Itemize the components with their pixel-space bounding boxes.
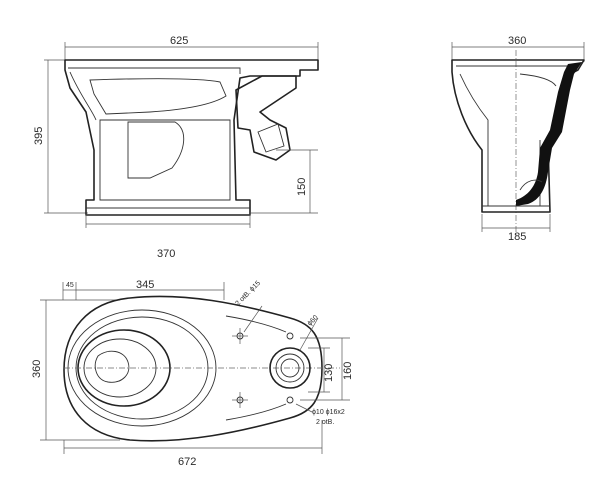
top-outline — [63, 295, 323, 442]
side-view: 625 395 150 — [33, 35, 319, 260]
dim-label-160: 160 — [342, 362, 354, 380]
dim-label-625: 625 — [170, 35, 188, 47]
dim-label-360-top: 360 — [31, 360, 43, 378]
dim-label-45: 45 — [66, 282, 74, 289]
dim-label-185: 185 — [508, 231, 526, 243]
dim-label-345: 345 — [136, 279, 154, 291]
dim-label-150: 150 — [296, 178, 308, 196]
section-fill — [516, 62, 582, 206]
bowl-inner — [89, 78, 227, 115]
annotation-hole-right: ϕ60 — [306, 314, 319, 327]
dim-label-130: 130 — [323, 364, 335, 382]
dim-label-360-front: 360 — [508, 35, 526, 47]
dim-label-370: 370 — [157, 248, 175, 260]
dim-label-395: 395 — [33, 127, 45, 145]
siphon — [127, 121, 185, 179]
drain — [94, 350, 130, 383]
dim-label-672: 672 — [178, 456, 196, 468]
annotation-holes-lower: ϕ10 ϕ16x2 — [312, 409, 345, 416]
front-view: 360 185 — [451, 35, 585, 243]
annotation-holes-lower-count: 2 otB. — [316, 419, 334, 426]
outlet-pipe — [235, 75, 297, 161]
annotation-holes-upper: 2 otB. ϕ15 — [234, 280, 262, 308]
inlet-ring-outer — [269, 347, 311, 389]
bowl-outline — [64, 59, 319, 216]
top-view: 45 345 360 — [31, 279, 354, 468]
inlet-ring-inner — [275, 353, 305, 383]
